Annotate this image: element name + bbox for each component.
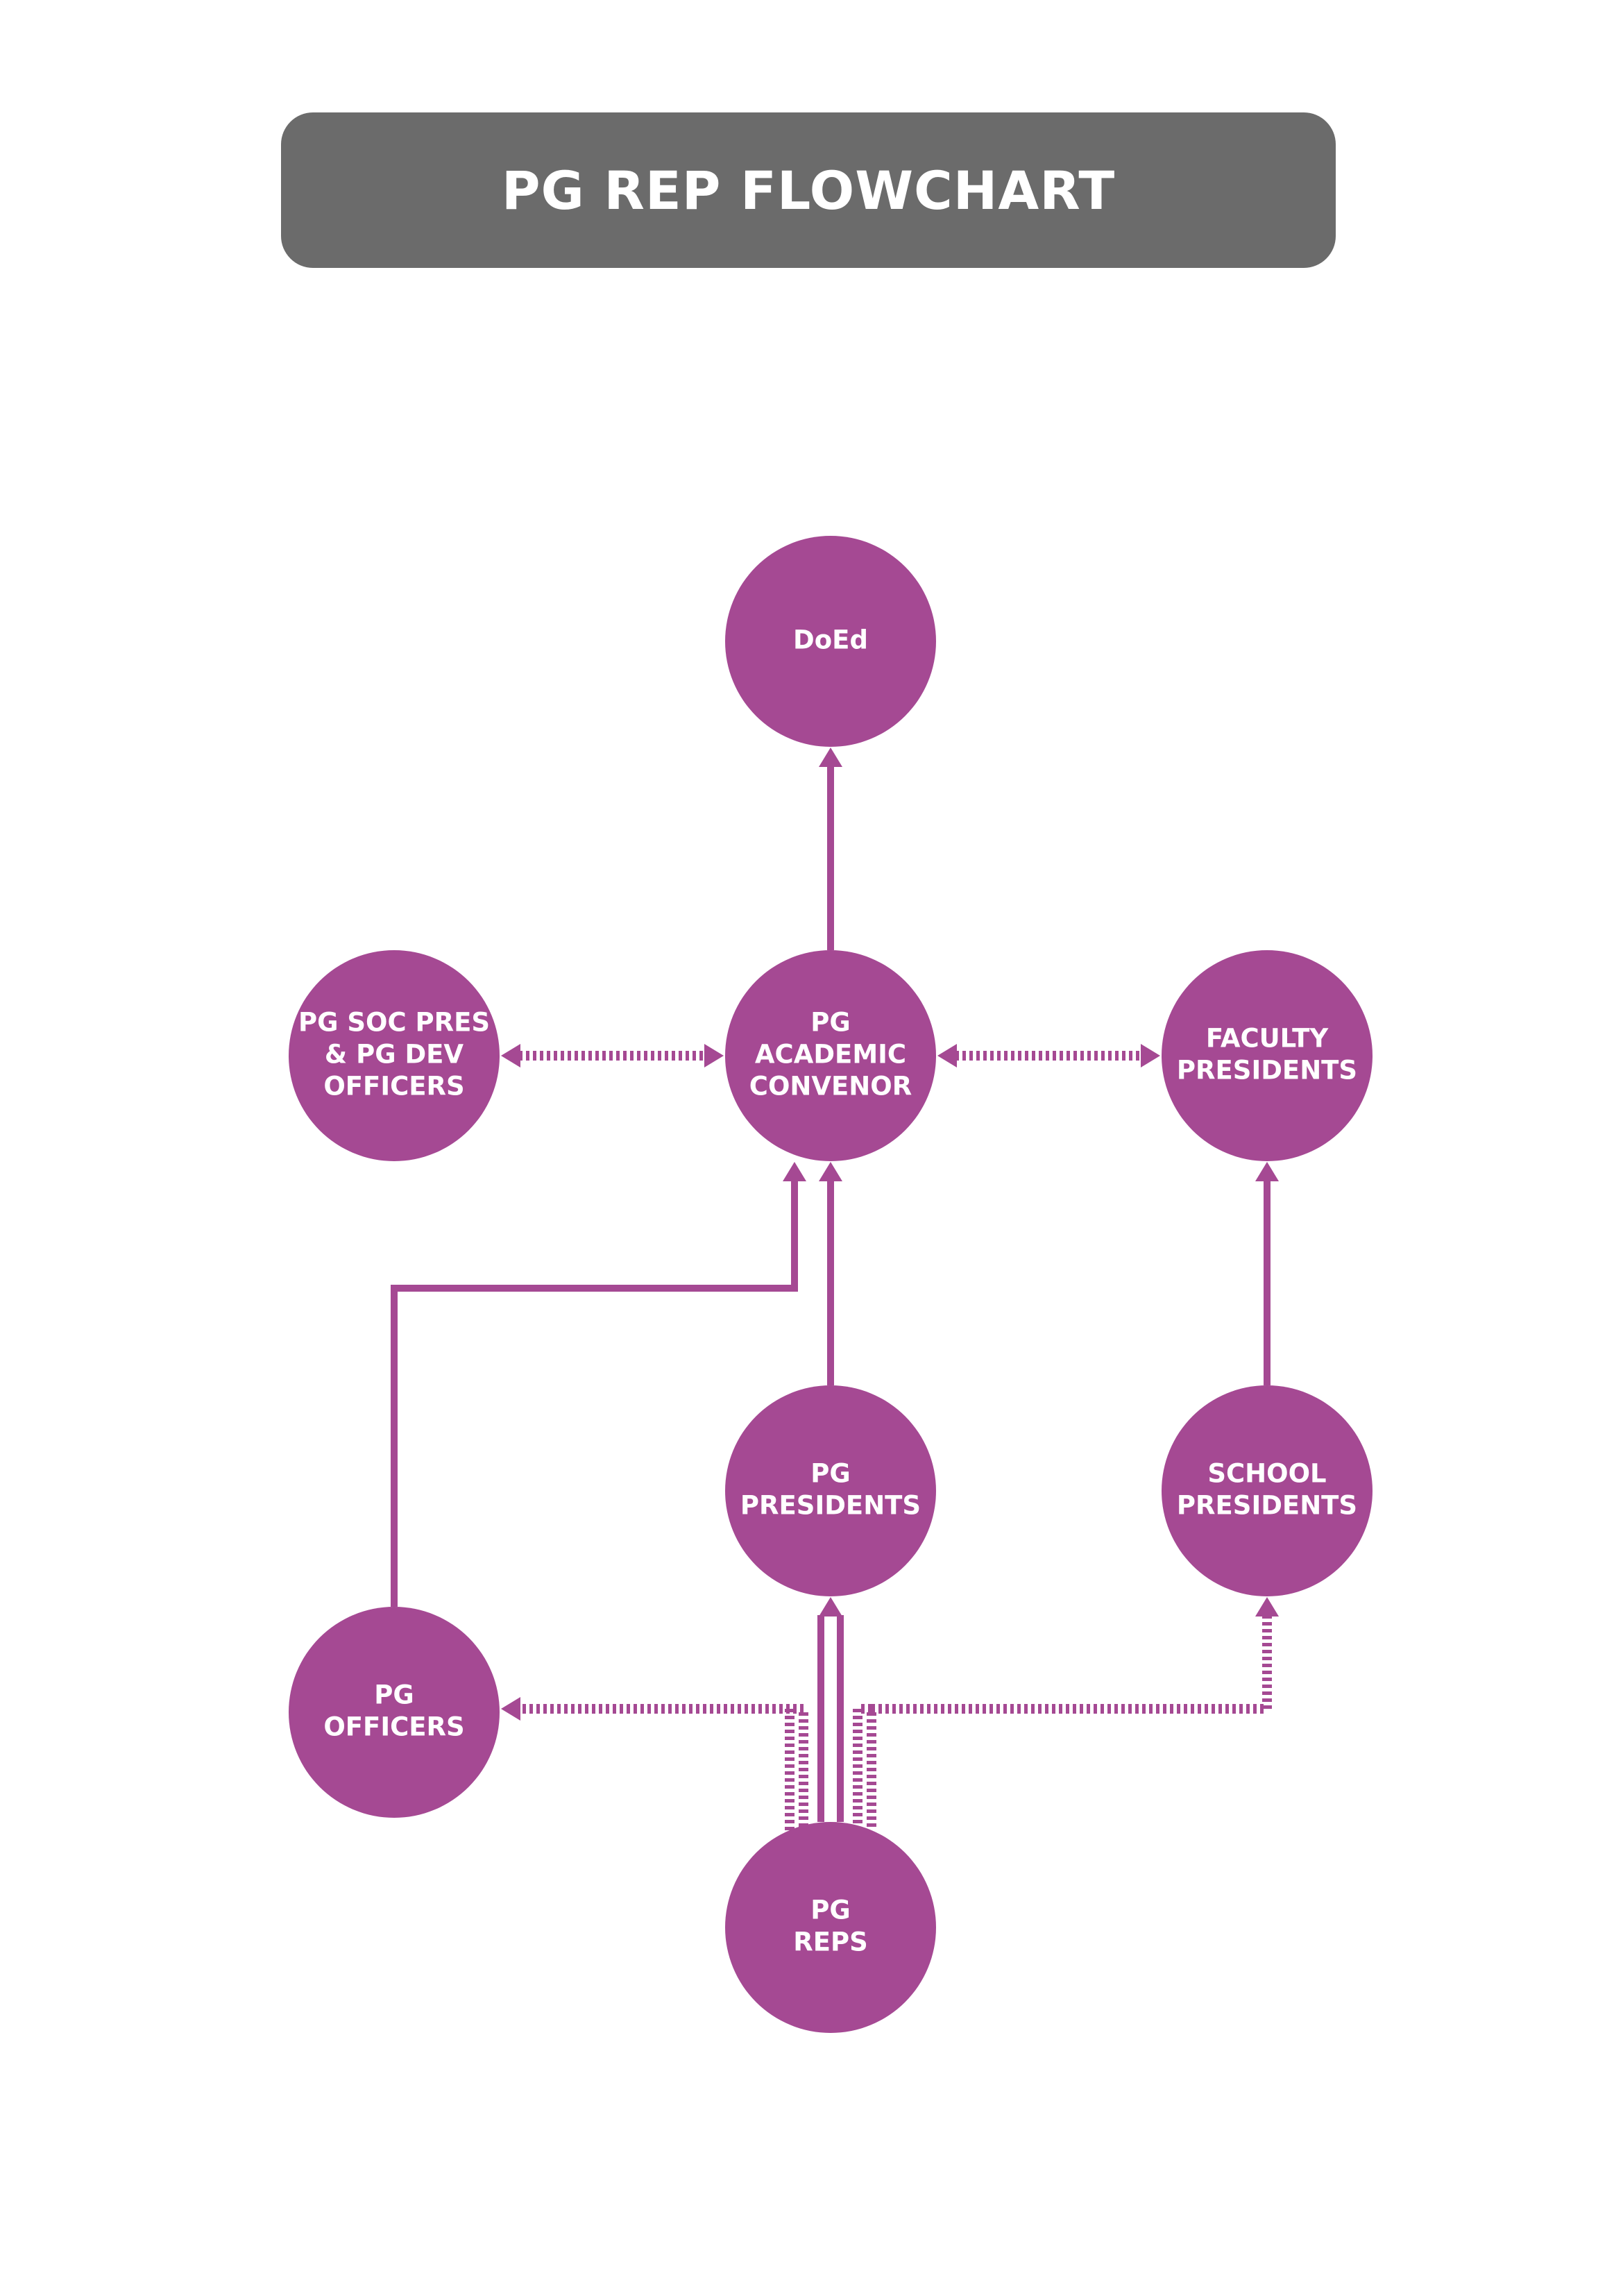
arrow-to-convenor-from-left xyxy=(704,1044,724,1067)
node-label: CONVENOR xyxy=(749,1072,912,1101)
connector-reps-to-officers-double xyxy=(785,1704,808,1830)
node-circle xyxy=(289,950,500,1161)
connector-officers-to-convenor xyxy=(391,1180,798,1607)
arrow-to-convenor-from-officers xyxy=(783,1162,806,1181)
node-label: PRESIDENTS xyxy=(1177,1491,1357,1521)
arrow-to-school-presidents xyxy=(1255,1597,1279,1617)
page-title: PG REP FLOWCHART xyxy=(501,159,1116,221)
connector-reps-to-school xyxy=(872,1615,1272,1714)
node-label: PG xyxy=(810,1459,851,1489)
node-doed: DoEd xyxy=(725,536,936,747)
node-label: OFFICERS xyxy=(323,1712,464,1742)
node-label: & PG DEV xyxy=(325,1040,464,1070)
arrow-to-convenor-from-right xyxy=(937,1044,957,1067)
node-label: PG xyxy=(374,1680,414,1710)
node-label: FACULTY xyxy=(1206,1024,1329,1054)
node-circle xyxy=(1162,1385,1373,1596)
node-circle xyxy=(725,536,936,747)
arrow-to-officers xyxy=(501,1697,520,1721)
node-circle xyxy=(725,1385,936,1596)
node-label: OFFICERS xyxy=(323,1072,464,1101)
node-label: REPS xyxy=(793,1927,868,1957)
arrow-to-faculty-from-school xyxy=(1255,1162,1279,1181)
arrow-to-presidents xyxy=(819,1597,842,1617)
connector-reps-to-school-double xyxy=(853,1704,876,1830)
node-circle xyxy=(1162,950,1373,1161)
node-label: PG xyxy=(810,1896,851,1925)
arrow-to-faculty-presidents xyxy=(1141,1044,1160,1067)
node-label: PG xyxy=(810,1008,851,1038)
node-circle xyxy=(725,1822,936,2033)
node-circle xyxy=(289,1607,500,1818)
node-label: SCHOOL xyxy=(1207,1459,1326,1489)
title-banner: PG REP FLOWCHART xyxy=(281,112,1336,268)
node-label: PRESIDENTS xyxy=(740,1491,921,1521)
node-label: PRESIDENTS xyxy=(1177,1056,1357,1086)
node-circle xyxy=(725,950,936,1161)
node-label: DoEd xyxy=(793,625,868,655)
arrow-to-soc-pres xyxy=(501,1044,520,1067)
node-label: ACADEMIC xyxy=(755,1040,906,1070)
node-label: PG SOC PRES xyxy=(298,1008,490,1038)
connectors xyxy=(391,748,1279,1830)
arrow-to-convenor-from-presidents xyxy=(819,1162,842,1181)
arrow-to-doed xyxy=(819,748,842,767)
